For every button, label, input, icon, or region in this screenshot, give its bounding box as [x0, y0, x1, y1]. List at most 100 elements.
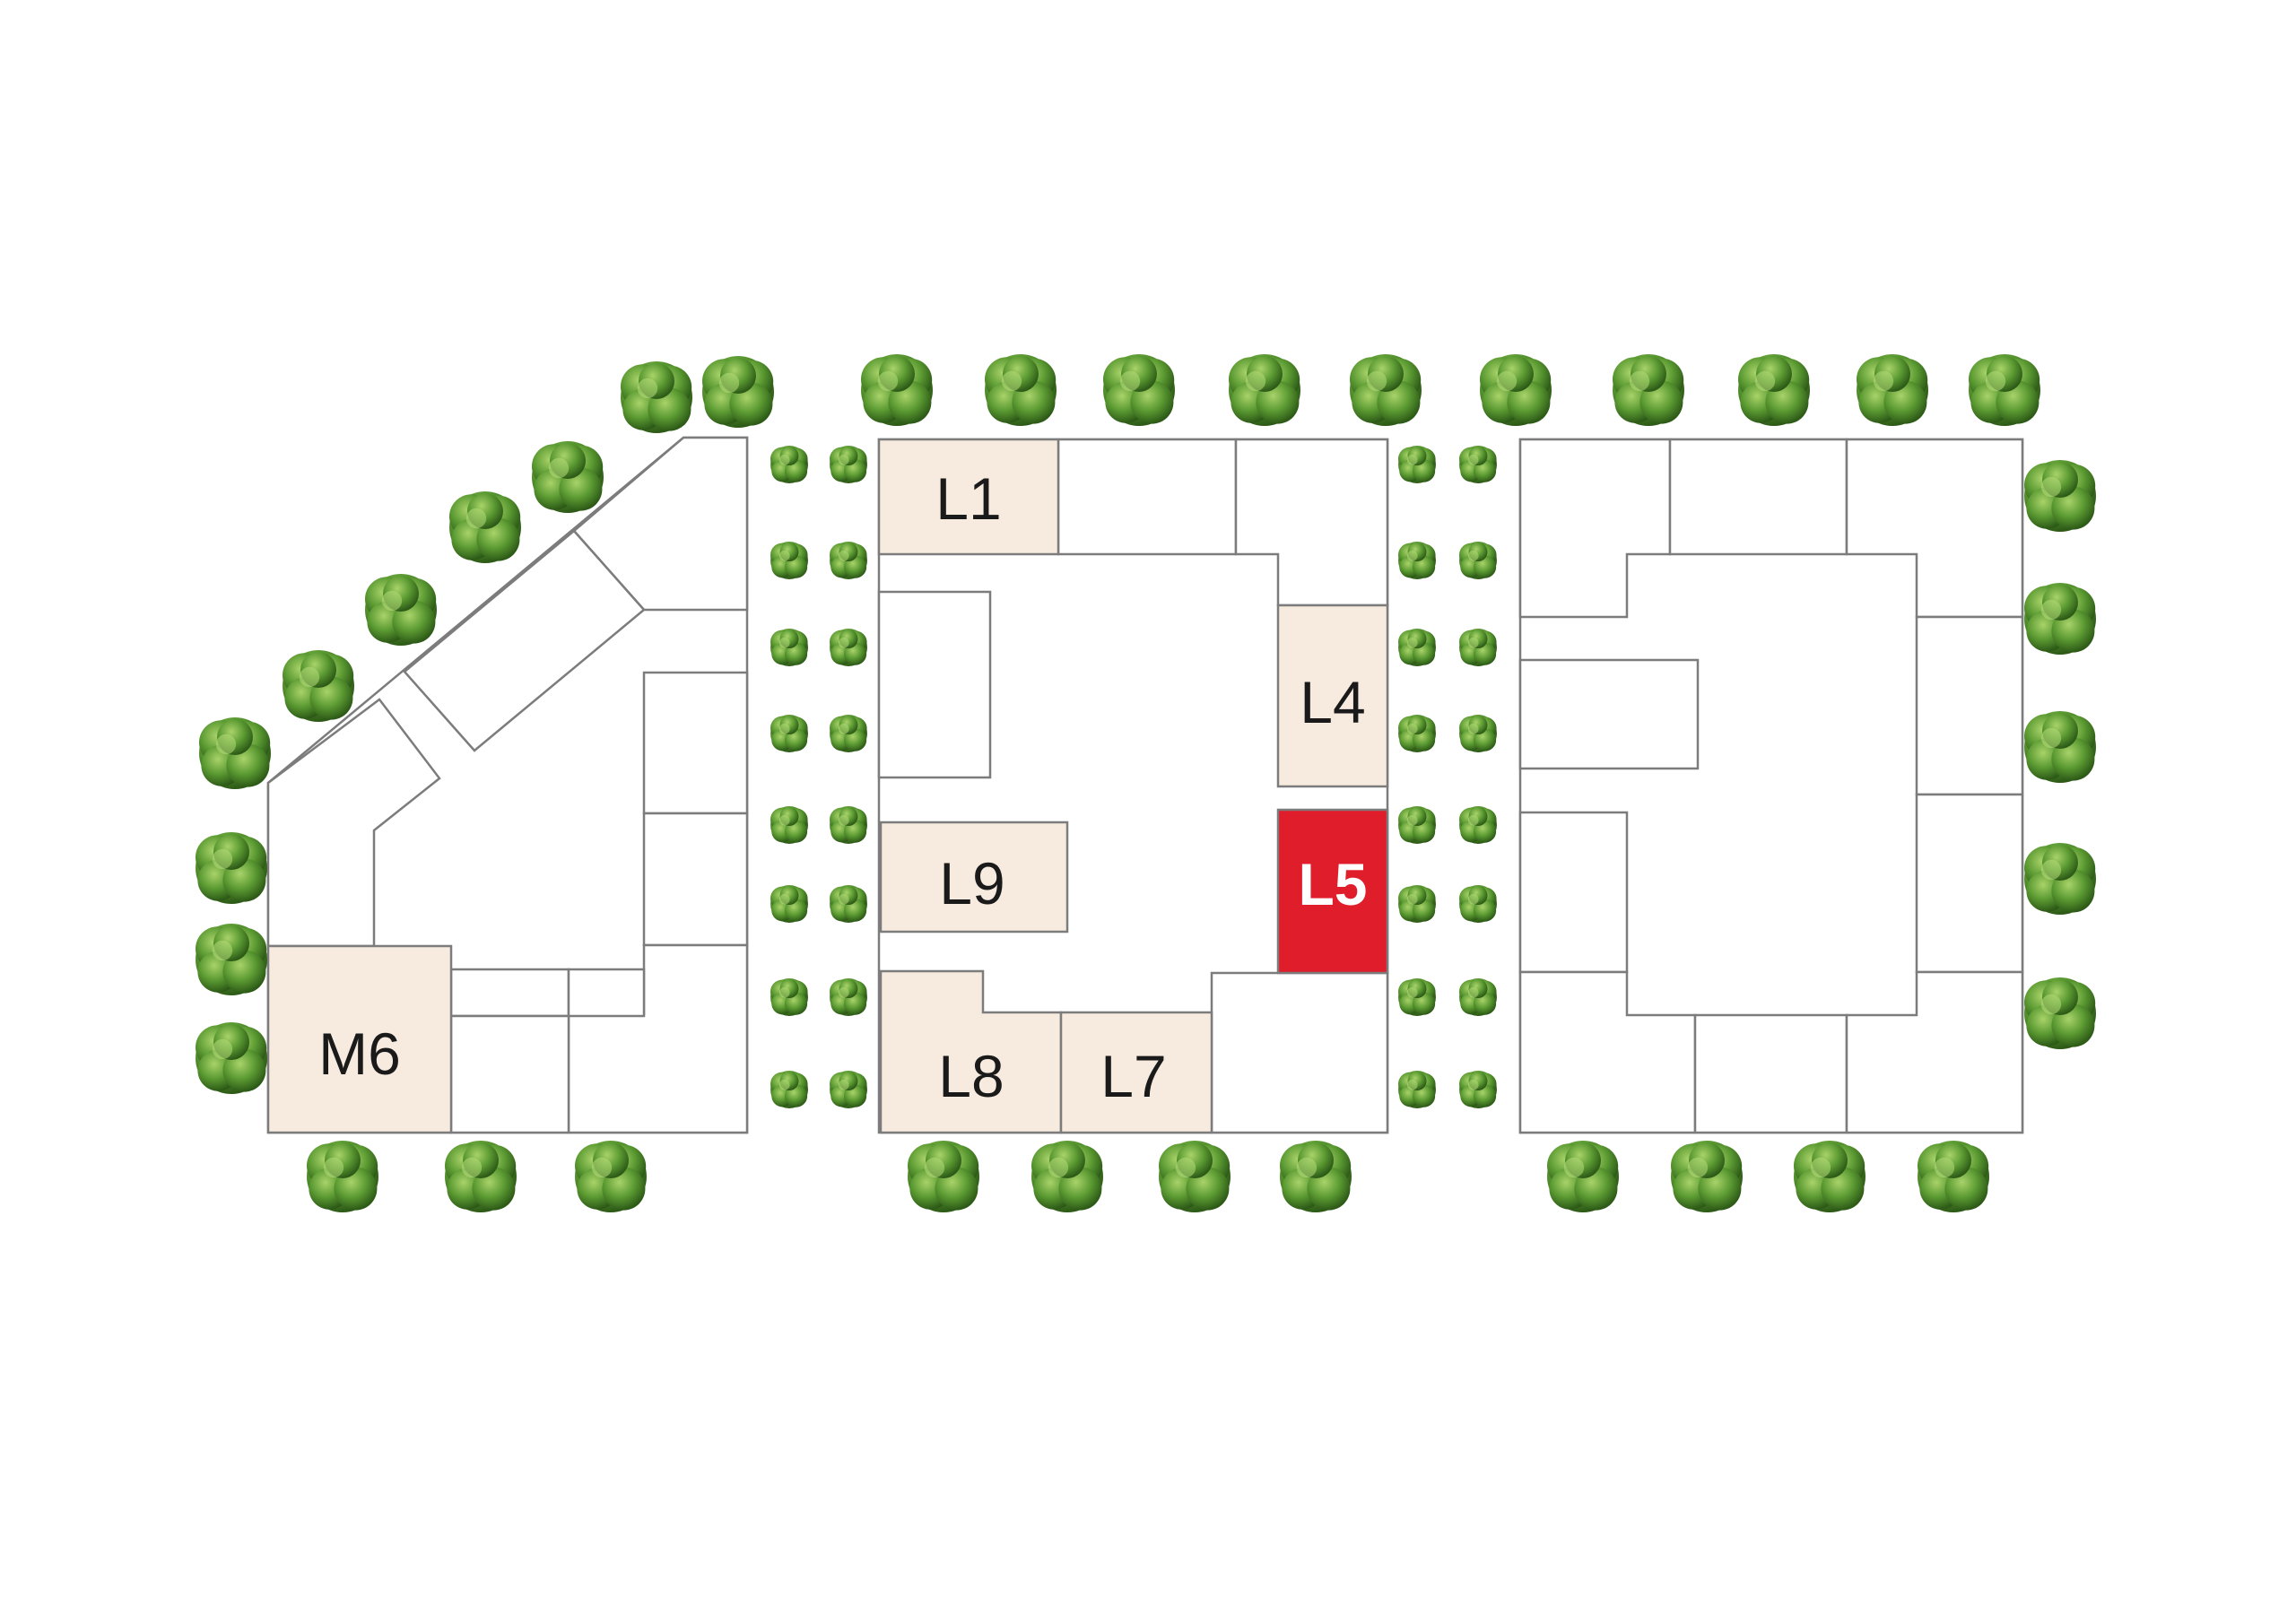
tree-icon	[1671, 1141, 1743, 1212]
lot-l8-label: L8	[938, 1043, 1004, 1109]
tree-icon	[1459, 446, 1497, 483]
lot-l7[interactable]	[1059, 1011, 1213, 1134]
tree-icon	[307, 1141, 378, 1212]
tree-icon	[861, 354, 933, 426]
tree-icon	[985, 354, 1057, 426]
trees	[196, 354, 2096, 1212]
left-building-south-1	[449, 968, 570, 1018]
tree-icon	[2024, 711, 2096, 783]
middle-block: L1 L4 L5 L9 L8 L7	[877, 438, 1389, 1134]
right-building-east-2	[1915, 793, 2024, 974]
tree-icon	[1398, 885, 1436, 923]
tree-icon	[1398, 1071, 1436, 1108]
tree-icon	[702, 356, 774, 428]
tree-icon	[1103, 354, 1175, 426]
tree-icon	[1918, 1141, 1989, 1212]
tree-icon	[908, 1141, 979, 1212]
right-building-west-box	[1518, 658, 1700, 770]
tree-icon	[770, 446, 808, 483]
tree-icon	[1459, 806, 1497, 844]
tree-icon	[1459, 629, 1497, 666]
tree-icon	[283, 650, 354, 722]
tree-icon	[1794, 1141, 1866, 1212]
tree-icon	[1857, 354, 1928, 426]
tree-icon	[830, 542, 867, 579]
tree-icon	[830, 1071, 867, 1108]
tree-icon	[1459, 1071, 1497, 1108]
lot-l4-label: L4	[1300, 669, 1365, 735]
tree-icon	[830, 629, 867, 666]
tree-icon	[449, 491, 521, 563]
tree-icon	[196, 1022, 267, 1094]
left-building-south-2	[567, 968, 646, 1018]
left-building-ne-wing	[572, 436, 749, 612]
tree-icon	[365, 574, 437, 646]
left-building-diagonal	[403, 529, 646, 752]
middle-building-north-2	[1057, 438, 1238, 556]
tree-icon	[621, 361, 692, 433]
tree-icon	[196, 924, 267, 995]
tree-icon	[1398, 806, 1436, 844]
lot-m6-label: M6	[318, 1020, 401, 1087]
lot-m6[interactable]	[266, 944, 453, 1134]
tree-icon	[1613, 354, 1684, 426]
tree-icon	[1547, 1141, 1619, 1212]
tree-icon	[532, 441, 604, 513]
left-building-east-1	[642, 671, 749, 815]
tree-icon	[770, 806, 808, 844]
tree-icon	[830, 806, 867, 844]
tree-icon	[1459, 542, 1497, 579]
lot-l5-label: L5	[1298, 851, 1367, 917]
tree-icon	[1280, 1141, 1352, 1212]
tree-icon	[1229, 354, 1300, 426]
tree-icon	[1459, 715, 1497, 752]
tree-icon	[1159, 1141, 1231, 1212]
lot-l5[interactable]	[1276, 808, 1389, 975]
middle-building-west	[877, 590, 992, 779]
tree-icon	[770, 542, 808, 579]
tree-icon	[1398, 978, 1436, 1016]
tree-icon	[199, 717, 271, 789]
lot-l9[interactable]	[879, 821, 1069, 934]
tree-icon	[770, 978, 808, 1016]
tree-icon	[1459, 885, 1497, 923]
middle-building-se	[1210, 971, 1389, 1134]
lot-l1-label: L1	[935, 465, 1001, 532]
tree-icon	[770, 629, 808, 666]
tree-icon	[830, 978, 867, 1016]
tree-icon	[196, 832, 267, 904]
lot-l7-label: L7	[1100, 1043, 1166, 1109]
lot-l1[interactable]	[877, 438, 1060, 556]
left-building-east-2	[642, 812, 749, 947]
tree-icon	[2024, 977, 2096, 1049]
tree-icon	[770, 715, 808, 752]
lot-l4[interactable]	[1276, 604, 1389, 788]
tree-icon	[1398, 446, 1436, 483]
tree-icon	[1738, 354, 1810, 426]
tree-icon	[2024, 843, 2096, 915]
tree-icon	[1459, 978, 1497, 1016]
tree-icon	[770, 1071, 808, 1108]
tree-icon	[1350, 354, 1422, 426]
right-building-west-2	[1518, 811, 1629, 974]
tree-icon	[575, 1141, 647, 1212]
tree-icon	[1969, 354, 2040, 426]
tree-icon	[1398, 629, 1436, 666]
tree-icon	[445, 1141, 517, 1212]
tree-icon	[830, 715, 867, 752]
right-building-se	[1845, 970, 2024, 1134]
tree-icon	[2024, 460, 2096, 532]
right-building-east-1	[1915, 615, 2024, 796]
right-building-north-2	[1668, 438, 1848, 556]
tree-icon	[1480, 354, 1552, 426]
tree-icon	[830, 446, 867, 483]
tree-icon	[770, 885, 808, 923]
tree-icon	[1031, 1141, 1103, 1212]
tree-icon	[830, 885, 867, 923]
left-block: M6	[266, 436, 749, 1134]
lot-l9-label: L9	[939, 850, 1004, 916]
left-building-south-3	[449, 1014, 570, 1134]
tree-icon	[2024, 583, 2096, 655]
right-block	[1518, 438, 2024, 1134]
